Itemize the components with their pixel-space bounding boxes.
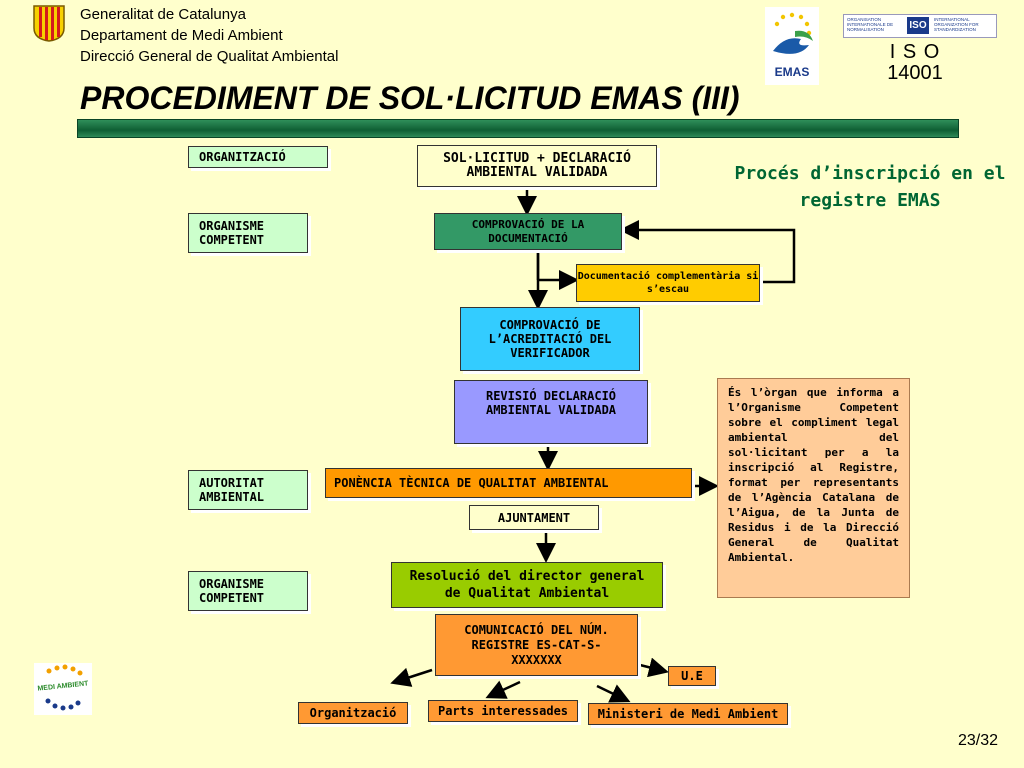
solicitud-box: SOL·LICITUD + DECLARACIÓ AMBIENTAL VALID…	[417, 145, 657, 187]
medi-ambient-logo: MEDI AMBIENT	[34, 663, 92, 715]
ue-box: U.E	[668, 666, 716, 686]
iso-intl-text: INTERNATIONAL ORGANIZATION FOR STANDARDI…	[934, 17, 979, 32]
emas-logo: EMAS	[765, 7, 819, 85]
autoritat-ambiental-note: És l’òrgan que informa a l’Organisme Com…	[717, 378, 910, 598]
subtitle: Procés d’inscripció en el registre EMAS	[734, 163, 1006, 211]
header-departament: Departament de Medi Ambient	[80, 27, 283, 44]
emas-label: EMAS	[774, 65, 810, 79]
side-label-autoritat-ambiental: AUTORITAT AMBIENTAL	[188, 470, 308, 510]
ajuntament-box: AJUNTAMENT	[469, 505, 599, 530]
comunicacio-registre-box: COMUNICACIÓ DEL NÚM. REGISTRE ES-CAT-S-X…	[435, 614, 638, 676]
iso-number: 14001	[887, 62, 943, 84]
comprovacio-documentacio-box: COMPROVACIÓ DE LA DOCUMENTACIÓ	[434, 213, 622, 250]
revisio-declaracio-box: REVISIÓ DECLARACIÓ AMBIENTAL VALIDADA	[454, 380, 648, 444]
comprovacio-acreditacio-box: COMPROVACIÓ DE L’ACREDITACIÓ DEL VERIFIC…	[460, 307, 640, 371]
page-number: 23/32	[957, 732, 998, 749]
ministeri-box: Ministeri de Medi Ambient	[588, 703, 788, 725]
documentacio-complementaria-box: Documentació complementària si s’escau	[576, 264, 760, 302]
page-title: PROCEDIMENT DE SOL·LICITUD EMAS (III)	[80, 80, 740, 116]
side-label-organitzacio: ORGANITZACIÓ	[188, 146, 328, 168]
ponencia-tecnica-box: PONÈNCIA TÈCNICA DE QUALITAT AMBIENTAL	[325, 468, 692, 498]
iso-org-text: ORGANISATION INTERNATIONALE DE NORMALISA…	[847, 17, 894, 32]
organitzacio-output-box: Organització	[298, 702, 408, 724]
side-label-organisme-competent-1: ORGANISME COMPETENT	[188, 213, 308, 253]
header-direccio: Direcció General de Qualitat Ambiental	[80, 48, 339, 65]
header-generalitat: Generalitat de Catalunya	[80, 6, 246, 23]
iso-logo: ORGANISATION INTERNATIONALE DE NORMALISA…	[843, 14, 997, 38]
catalonia-coat-of-arms	[33, 4, 65, 42]
iso-badge: ISO	[907, 17, 929, 34]
parts-interessades-box: Parts interessades	[428, 700, 578, 722]
iso-text: I S O	[889, 41, 941, 63]
resolucio-box: Resolució del director general de Qualit…	[391, 562, 663, 608]
title-bar	[77, 119, 959, 138]
side-label-organisme-competent-2: ORGANISME COMPETENT	[188, 571, 308, 611]
